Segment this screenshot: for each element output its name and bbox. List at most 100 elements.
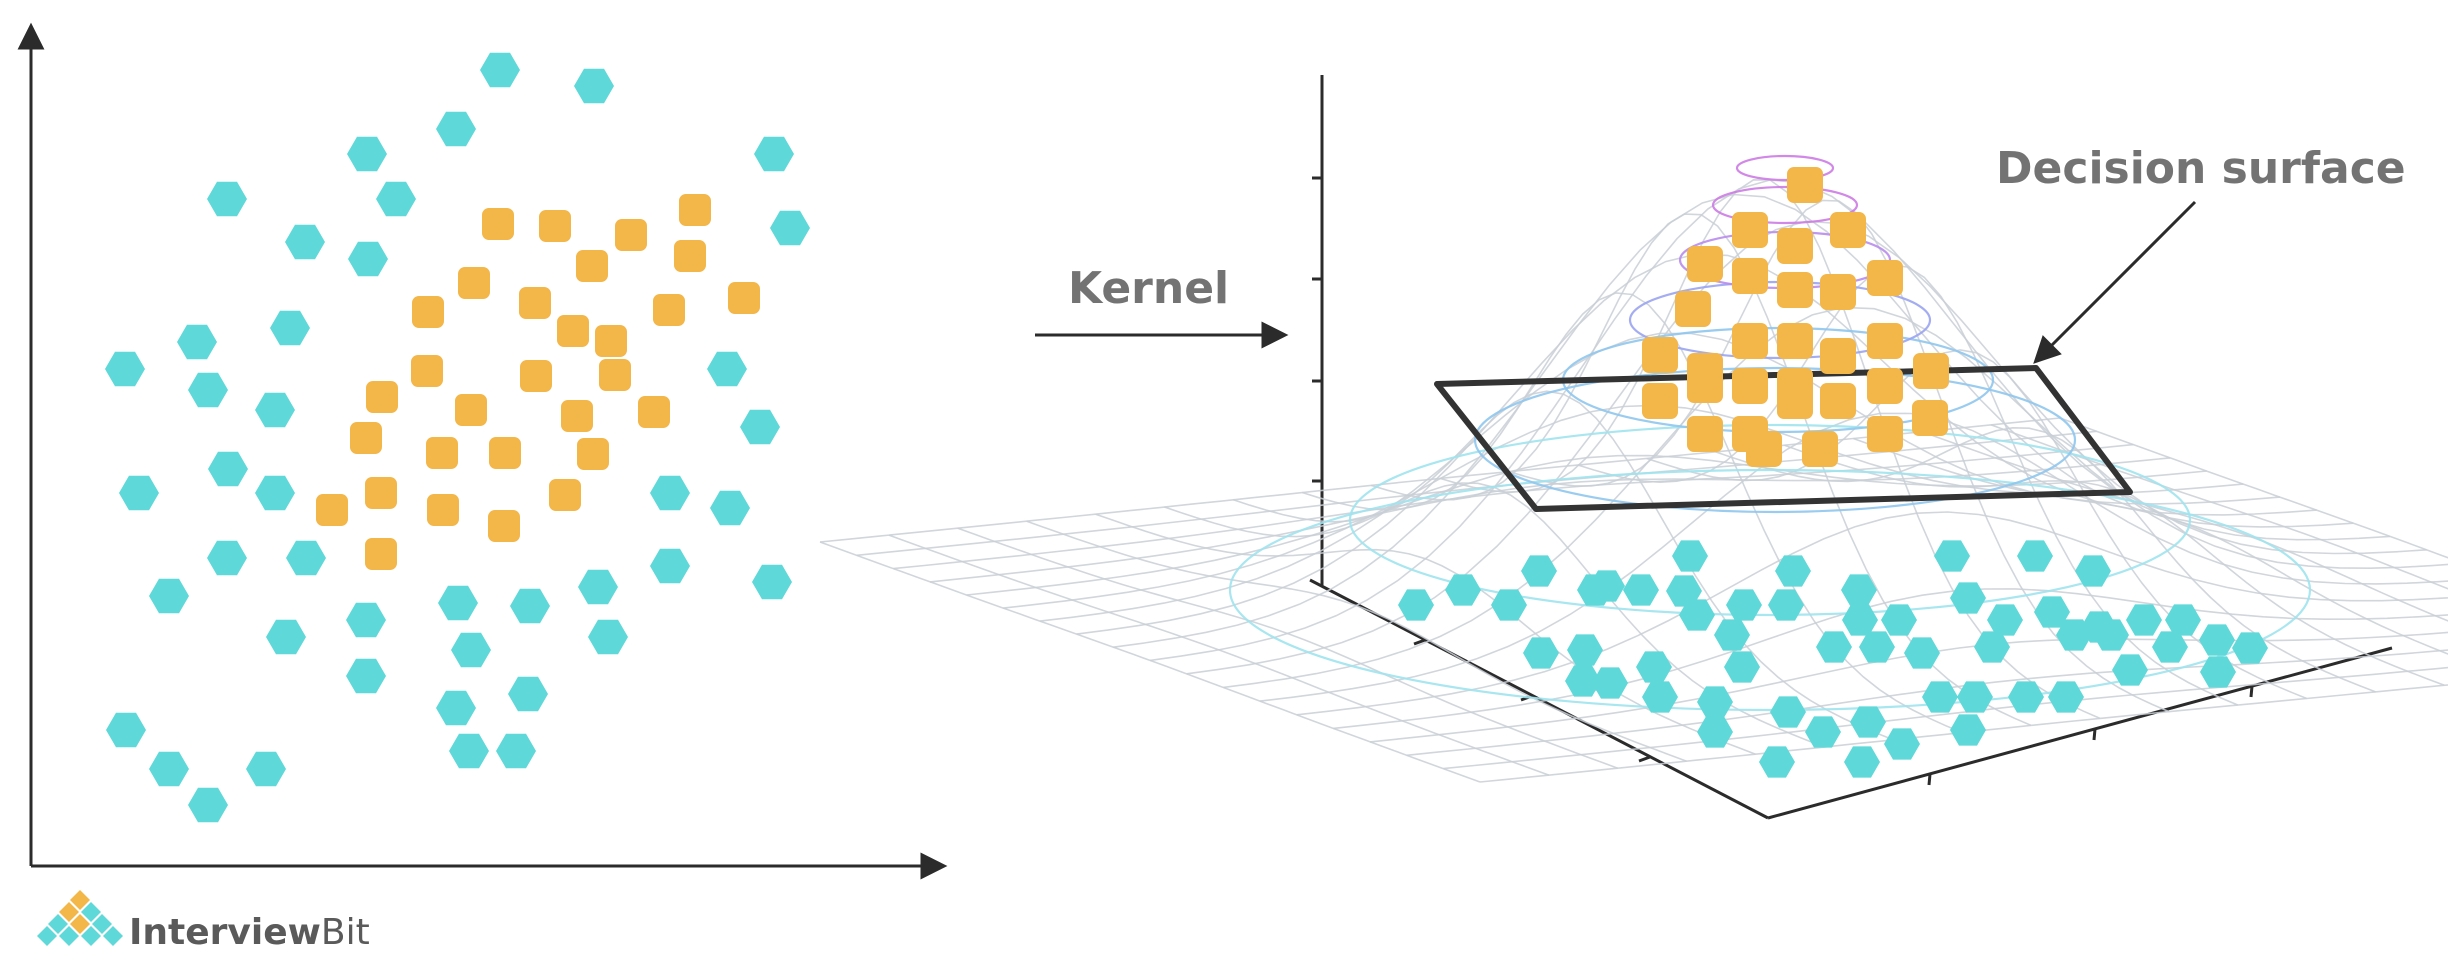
class-b-point	[1687, 246, 1723, 282]
class-a-point	[2152, 631, 2188, 663]
class-a-point	[1805, 716, 1841, 748]
class-b-point	[1777, 272, 1813, 308]
class-a-point	[1672, 540, 1708, 572]
class-a-point	[754, 136, 794, 172]
mesh-line	[2059, 417, 2448, 559]
logo-text: InterviewBit	[129, 912, 370, 953]
logo-diamond	[70, 890, 90, 910]
pyramid-logo-icon	[37, 890, 123, 946]
class-b-point	[1867, 368, 1903, 404]
class-a-point	[1934, 540, 1970, 572]
class-a-point	[2112, 654, 2148, 686]
logo-diamond	[59, 926, 79, 946]
mesh-line	[1921, 430, 2448, 622]
class-b-point	[577, 438, 609, 470]
class-b-point	[561, 400, 593, 432]
class-a-point	[1726, 589, 1762, 621]
contour-ring	[1228, 468, 2312, 712]
class-a-point	[1859, 631, 1895, 663]
class-b-point	[412, 296, 444, 328]
class-a-point	[1567, 634, 1603, 666]
mapped-points-peak	[1642, 167, 1949, 467]
class-a-point	[1636, 651, 1672, 683]
class-a-point	[1577, 574, 1613, 606]
class-a-point	[1922, 681, 1958, 713]
logo-diamond	[37, 926, 57, 946]
class-b-point	[482, 208, 514, 240]
floor-tick	[1638, 755, 1651, 763]
class-a-point	[2232, 632, 2268, 664]
class-a-point	[1987, 604, 2023, 636]
class-a-point	[1697, 716, 1733, 748]
class-b-point	[1746, 431, 1782, 467]
class-a-point	[2034, 596, 2070, 628]
class-a-point	[177, 324, 217, 360]
class-a-point	[246, 751, 286, 787]
class-a-point	[1592, 667, 1628, 699]
class-a-point	[508, 676, 548, 712]
class-a-point	[208, 451, 248, 487]
class-a-point	[376, 181, 416, 217]
class-a-point	[347, 136, 387, 172]
logo-diamond	[48, 914, 68, 934]
class-a-point	[436, 690, 476, 726]
class-b-point	[1820, 274, 1856, 310]
mesh-line	[1479, 684, 2448, 783]
class-a-point	[438, 585, 478, 621]
class-b-point	[427, 494, 459, 526]
class-a-point	[436, 111, 476, 147]
logo-diamond	[81, 926, 101, 946]
class-a-point	[2048, 681, 2084, 713]
class-b-point	[549, 479, 581, 511]
class-b-point	[1777, 228, 1813, 264]
class-b-point	[1820, 338, 1856, 374]
class-b-point	[576, 250, 608, 282]
class-a-point	[1714, 619, 1750, 651]
class-a-point	[1957, 681, 1993, 713]
mapped-points-low	[1398, 540, 2268, 778]
class-b-point	[455, 394, 487, 426]
class-a-point	[1642, 681, 1678, 713]
class-b-point	[1802, 431, 1838, 467]
class-a-point	[346, 658, 386, 694]
logo-text-bold: Interview	[129, 912, 321, 953]
class-a-point	[1842, 604, 1878, 636]
class-b-point	[679, 194, 711, 226]
contour-ring	[1348, 423, 2192, 617]
class-b-point	[615, 219, 647, 251]
logo-diamond	[103, 926, 123, 946]
class-a-point	[1904, 637, 1940, 669]
class-a-point	[207, 540, 247, 576]
class-b-point	[426, 437, 458, 469]
class-a-point	[1521, 555, 1557, 587]
class-b-point	[638, 396, 670, 428]
floor-tick	[2249, 685, 2254, 698]
logo-diamond	[70, 914, 90, 934]
class-a-point	[1881, 604, 1917, 636]
decision-surface-label: Decision surface	[1996, 143, 2406, 194]
class-a-point	[1770, 696, 1806, 728]
mesh-line	[888, 534, 1550, 776]
class-a-point	[1523, 637, 1559, 669]
class-b-point	[1642, 383, 1678, 419]
class-b-point	[1820, 383, 1856, 419]
class-a-point	[752, 564, 792, 600]
mesh-line	[1990, 424, 2448, 590]
class-a-point	[1565, 665, 1601, 697]
mesh-line	[1259, 412, 2448, 702]
class-a-point	[1841, 574, 1877, 606]
class-b-point	[1787, 167, 1823, 203]
class-a-point	[710, 490, 750, 526]
class-a-point	[2056, 619, 2092, 651]
class-a-point	[449, 733, 489, 769]
class-b-point	[411, 355, 443, 387]
class-a-point	[255, 392, 295, 428]
class-a-point	[106, 712, 146, 748]
floor-tick	[1927, 773, 1932, 786]
class-b-point	[1732, 368, 1768, 404]
class-b-point	[1687, 416, 1723, 452]
class-a-point	[1398, 589, 1434, 621]
class-a-point	[285, 224, 325, 260]
class-a-point	[480, 52, 520, 88]
